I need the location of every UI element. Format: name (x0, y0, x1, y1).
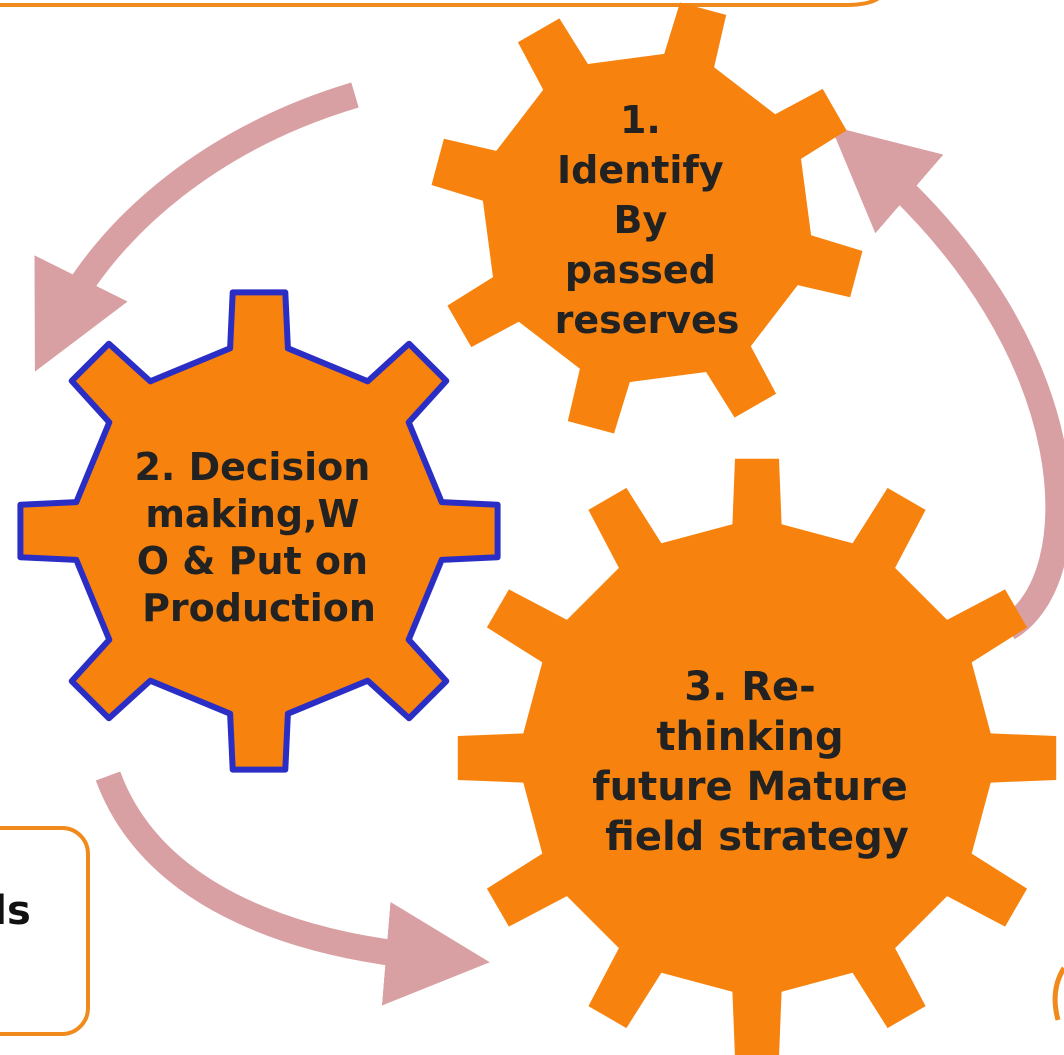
gear-decision (17, 289, 501, 773)
gear-decision-label: 2. Decision making,W O & Put on Producti… (134, 445, 383, 630)
gear-rethinking-line-2: thinking (656, 714, 843, 760)
left-partial-box (0, 826, 90, 1036)
gear-rethinking-label: 3. Re- thinking future Mature field stra… (592, 664, 921, 860)
gear-decision-line-1: 2. Decision (134, 445, 370, 489)
gear-rethinking (457, 458, 1057, 1055)
arrow-right (830, 125, 1064, 640)
gear-rethinking-line-1: 3. Re- (684, 664, 815, 710)
gear-identify (431, 2, 863, 434)
gear-decision-line-2: making,W (145, 492, 359, 536)
gear-rethinking-line-4: field strategy (605, 814, 909, 860)
gear-identify-label: 1. Identify By passed reserves (555, 98, 740, 342)
gear-rethinking-line-3: future Mature (592, 764, 908, 810)
gear-identify-line-1: 1. (620, 98, 661, 142)
gear-identify-line-3: By (614, 198, 668, 242)
gear-identify-line-4: passed (565, 248, 716, 292)
top-partial-box (0, 0, 880, 7)
gear-decision-line-3: O & Put on (137, 539, 368, 583)
right-partial-shape (1052, 966, 1064, 1021)
arrow-bottom-left (95, 771, 490, 1006)
arrow-top-left (34, 82, 359, 372)
gear-identify-line-2: Identify (557, 148, 724, 192)
gear-identify-line-5: reserves (555, 298, 740, 342)
left-partial-box-text: ls (0, 888, 31, 934)
gear-decision-line-4: Production (142, 586, 376, 630)
